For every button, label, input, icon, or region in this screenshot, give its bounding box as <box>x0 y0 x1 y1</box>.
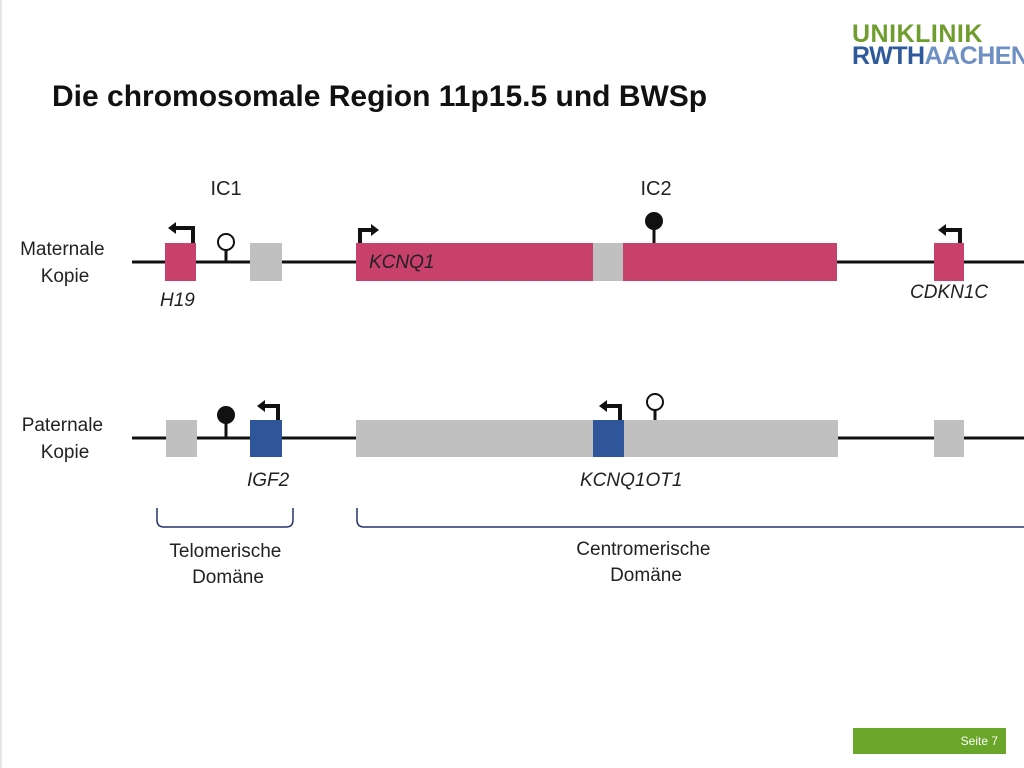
igf2-transcription-arrow <box>262 404 280 420</box>
centromeric-domain-bracket <box>356 508 1024 528</box>
kcnq1-label: KCNQ1 <box>369 252 434 273</box>
h19-arrowhead-icon <box>168 222 176 234</box>
ic2-unmethylated-lollipop-icon <box>646 393 664 411</box>
maternal-copy: Maternale Kopie KCNQ1 H19 CDKN1C <box>20 212 1024 311</box>
uniklinik-rwth-aachen-logo: UNIKLINIK RWTHAACHEN <box>852 20 1024 72</box>
igf2-gene <box>250 420 282 457</box>
paternal-copy-label: Paternale Kopie <box>22 415 109 463</box>
kcnq1ot1-gene <box>593 420 624 457</box>
ic2-methylated-lollipop-icon <box>645 212 663 230</box>
igf2-label: IGF2 <box>247 470 290 491</box>
paternal-cdkn1c-region <box>934 420 964 457</box>
slide-title: Die chromosomale Region 11p15.5 und BWSp <box>52 80 708 113</box>
maternal-ic1-region <box>250 243 282 281</box>
paternal-label-line-1: Paternale <box>22 415 103 436</box>
h19-gene <box>165 243 196 281</box>
kcnq1ot1-transcription-arrow <box>604 404 622 420</box>
telomeric-label-line-1: Telomerische <box>169 541 281 562</box>
maternal-copy-label: Maternale Kopie <box>20 239 110 287</box>
page-number-badge: Seite 7 <box>853 728 1006 754</box>
centromeric-label-line-1: Centromerische <box>576 539 710 560</box>
maternal-label-line-1: Maternale <box>20 239 105 260</box>
ic2-label: IC2 <box>640 178 671 200</box>
logo-line-2: RWTHAACHEN <box>852 44 1024 69</box>
telomeric-label-line-2: Domäne <box>192 567 264 588</box>
cdkn1c-gene <box>934 243 964 281</box>
logo-line-1: UNIKLINIK <box>852 20 983 48</box>
ic1-unmethylated-lollipop-icon <box>217 233 235 251</box>
ic1-methylated-lollipop-icon <box>217 406 235 424</box>
h19-transcription-arrow <box>173 226 195 243</box>
igf2-arrowhead-icon <box>257 400 265 412</box>
telomeric-domain-bracket <box>156 508 294 528</box>
ic1-label: IC1 <box>210 178 241 200</box>
centromeric-domain-label: Centromerische Domäne <box>576 539 715 586</box>
cdkn1c-label: CDKN1C <box>910 282 988 303</box>
maternal-ic2-region <box>593 243 623 281</box>
telomeric-domain-label: Telomerische Domäne <box>169 541 286 588</box>
cdkn1c-transcription-arrow <box>943 228 962 243</box>
paternal-h19-region <box>166 420 197 457</box>
h19-label: H19 <box>160 290 195 311</box>
cdkn1c-arrowhead-icon <box>938 224 946 236</box>
page-number: Seite 7 <box>960 734 998 748</box>
kcnq1-arrowhead-icon <box>371 224 379 236</box>
logo-rwth: RWTH <box>852 42 925 70</box>
paternal-copy: Paternale Kopie IGF2 KCNQ1OT1 <box>22 393 1024 491</box>
kcnq1ot1-label: KCNQ1OT1 <box>580 470 682 491</box>
logo-aachen: AACHEN <box>924 42 1024 70</box>
kcnq1-transcription-arrow <box>358 228 373 243</box>
centromeric-label-line-2: Domäne <box>610 565 682 586</box>
kcnq1ot1-arrowhead-icon <box>599 400 607 412</box>
maternal-label-line-2: Kopie <box>41 266 90 287</box>
paternal-label-line-2: Kopie <box>41 442 90 463</box>
left-edge-rule <box>0 0 2 768</box>
